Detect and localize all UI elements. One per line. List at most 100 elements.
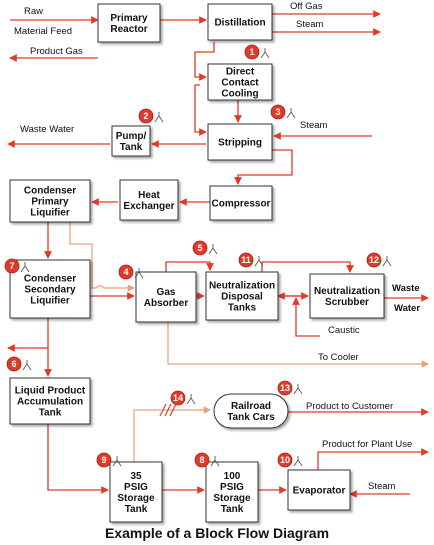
badge-circle: [6, 356, 22, 372]
badge-9: 9: [96, 452, 122, 468]
block-label-line: Cooling: [221, 89, 258, 100]
water-label: Water: [394, 303, 420, 314]
instrument-tag-icon: [22, 360, 32, 371]
instrument-tag-icon: [210, 456, 220, 467]
block-label-line: Tank: [39, 408, 62, 419]
block-label-line: Disposal: [221, 292, 263, 303]
cooling-loop-line: [194, 84, 207, 136]
badge-circle: [270, 104, 286, 120]
block-label-line: Tanks: [228, 303, 257, 314]
block-label-line: Storage: [117, 493, 155, 504]
product-to-customer-label: Product to Customer: [306, 401, 393, 412]
block-label-line: Stripping: [218, 138, 262, 149]
liquid-storage35-line: [47, 424, 109, 494]
stream-labels: Raw Material Feed Product Gas Off Gas St…: [14, 1, 420, 492]
block-rect: [205, 271, 279, 321]
block-rect: [207, 3, 273, 41]
badge-circle: [238, 252, 254, 268]
to-cooler-line: [167, 322, 429, 368]
block-label-line: Heat: [138, 190, 160, 201]
caustic-label: Caustic: [328, 325, 360, 336]
badge-number: 6: [11, 359, 16, 369]
block-label-line: Distillation: [214, 18, 265, 29]
badge-circle: [192, 240, 208, 256]
steam-evaporator-label: Steam: [368, 481, 396, 492]
distillation-cooling-line: [194, 42, 215, 81]
badge-2: 2: [138, 108, 164, 124]
badge-circle: [96, 452, 112, 468]
badge-number: 3: [275, 107, 280, 117]
storage35-railroad-line: [133, 406, 211, 462]
product-for-plant-use-label: Product for Plant Use: [322, 439, 412, 450]
stripping-compressor-line: [234, 149, 293, 185]
badge-3: 3: [270, 104, 296, 120]
instrument-tag-icon: [260, 48, 270, 59]
block-label-line: Accumulation: [17, 397, 83, 408]
block-label-line: Evaporator: [293, 486, 346, 497]
badge-circle: [194, 452, 210, 468]
badge-number: 7: [9, 261, 14, 271]
block-compressor: Compressor: [209, 185, 273, 221]
instrument-tag-icon: [286, 108, 296, 119]
block-label-line: Direct: [226, 67, 255, 78]
waste-label: Waste: [392, 283, 420, 294]
line-break-mark: [159, 403, 177, 417]
diagram-caption: Example of a Block Flow Diagram: [105, 525, 329, 541]
instrument-tag-icon: [134, 268, 144, 279]
instrument-tag-icon: [293, 456, 303, 467]
caustic-line: [292, 297, 320, 337]
flow-lines: [7, 10, 429, 498]
block-label-line: PSIG: [124, 482, 148, 493]
block-stripping: Stripping: [207, 123, 273, 161]
badge-number: 12: [369, 255, 379, 265]
instrument-tag-icon: [293, 384, 303, 395]
badge-number: 8: [199, 455, 204, 465]
block-rect: [111, 125, 151, 157]
block-rect: [209, 185, 273, 221]
primary-absorber-line: [69, 222, 135, 292]
badge-circle: [366, 252, 382, 268]
block-label-line: Neutralization: [209, 281, 275, 292]
instrument-tag-icon: [154, 112, 164, 123]
block-label-line: Railroad: [231, 401, 271, 412]
block-rect: [205, 461, 259, 523]
badge-number: 9: [101, 455, 106, 465]
block-label-line: Condenser: [24, 186, 76, 197]
block-rect: [9, 179, 91, 223]
block-label-line: Exchanger: [123, 201, 174, 212]
block-label-line: Condenser: [24, 274, 76, 285]
badge-1: 1: [244, 44, 270, 60]
to-cooler-label: To Cooler: [318, 352, 359, 363]
block-label-line: Liquifier: [30, 296, 70, 307]
badge-10: 10: [277, 452, 303, 468]
badge-circle: [170, 390, 186, 406]
block-evaporator: Evaporator: [287, 469, 351, 511]
block-label-line: Primary: [110, 13, 148, 24]
block-label-line: Primary: [31, 197, 69, 208]
block-rect: [309, 273, 385, 319]
block-label-line: Scrubber: [325, 297, 369, 308]
waste-water-label: Waste Water: [20, 124, 74, 135]
badge-circle: [4, 258, 20, 274]
badge-13: 13: [277, 380, 303, 396]
badge-4: 4: [118, 264, 144, 280]
steam-top-label: Steam: [296, 19, 324, 30]
block-rect: [9, 377, 91, 425]
block-label-line: 35: [130, 471, 142, 482]
off-gas-label: Off Gas: [290, 1, 323, 12]
badge-circle: [277, 380, 293, 396]
block-label-line: Compressor: [212, 199, 271, 210]
block-label-line: Liquid Product: [15, 386, 86, 397]
